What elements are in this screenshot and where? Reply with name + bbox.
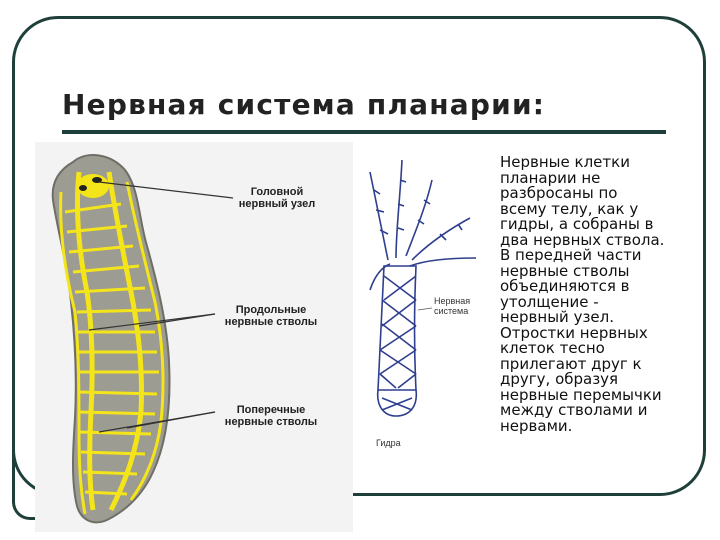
transverse-trunks [64, 202, 159, 496]
eye-spot-left [79, 185, 87, 191]
slide-title: Нервная система планарии: [62, 88, 546, 121]
planaria-diagram: Головной нервный узел Продольные нервные… [35, 142, 353, 532]
edge-nerve-left [59, 191, 87, 515]
planaria-illustration [51, 154, 234, 524]
label-hydra-nervous-system: Нервная система [434, 296, 471, 316]
label-hydra: Гидра [376, 438, 401, 448]
hydra-illustration [369, 159, 477, 417]
longitudinal-trunk-left [74, 171, 96, 511]
label-head-ganglion: Головной нервный узел [238, 186, 316, 210]
label-longitudinal-trunks: Продольные нервные стволы [224, 304, 318, 328]
frame-corner-decoration [12, 430, 36, 520]
edge-nerve-right [125, 181, 165, 501]
pointer-lines [88, 181, 234, 433]
title-underline [62, 130, 666, 134]
hydra-nerve-net [369, 159, 477, 417]
description-text: Нервные клетки планарии не разбросаны по… [500, 153, 665, 435]
hydra-pointer [417, 307, 433, 311]
label-transverse-trunks: Поперечные нервные стволы [224, 404, 318, 428]
longitudinal-trunk-right [106, 171, 145, 512]
hydra-diagram: Нервная система Гидра [366, 150, 486, 450]
